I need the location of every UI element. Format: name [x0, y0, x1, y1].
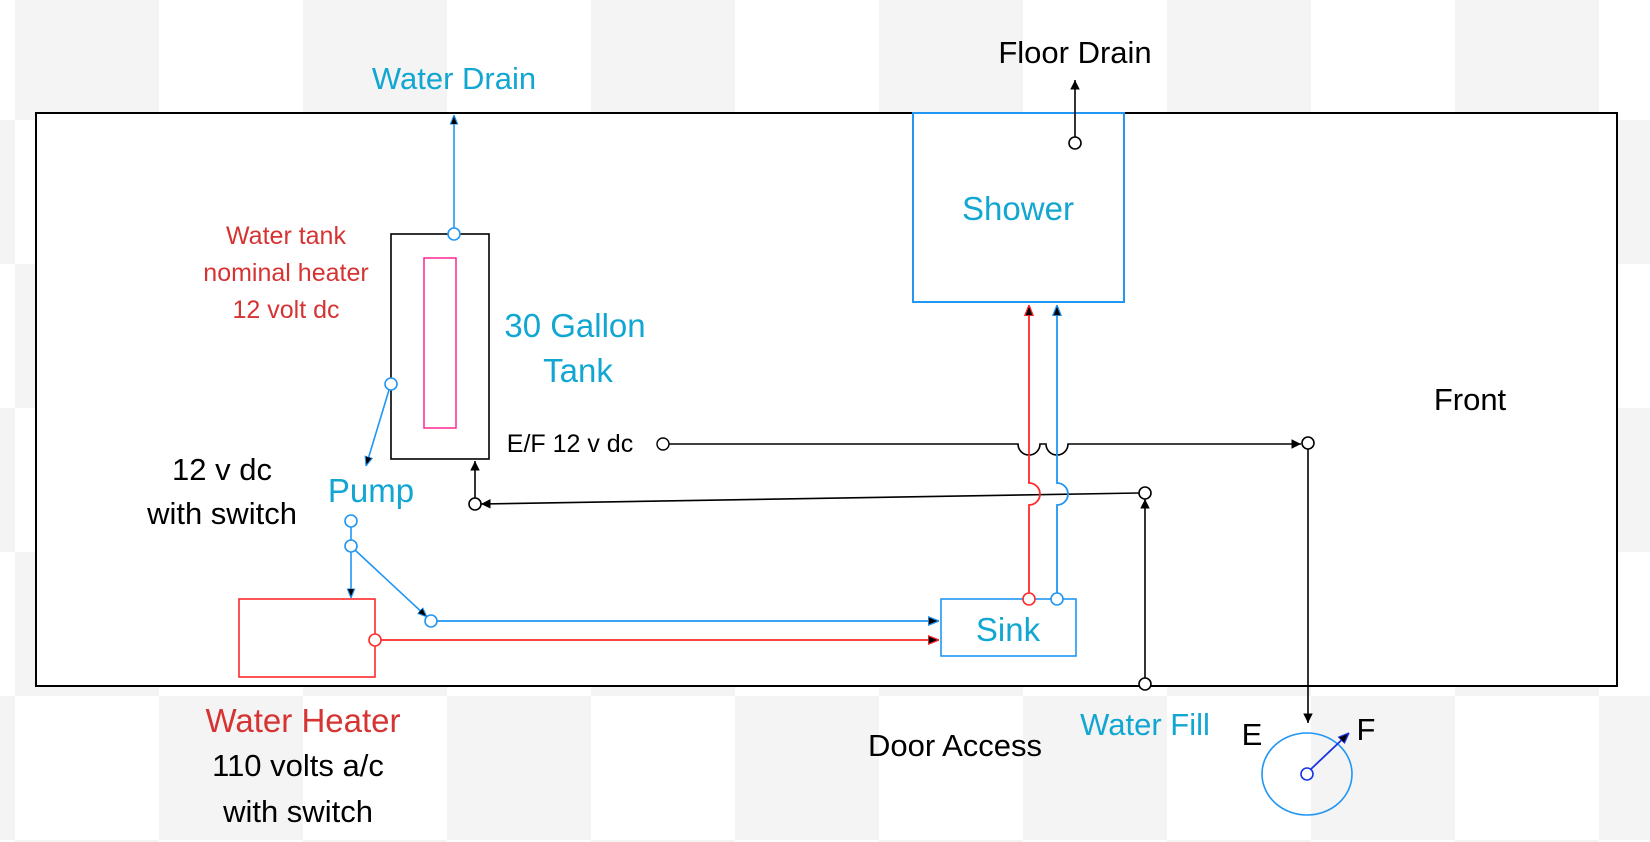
tank-heater-label-line3: 12 volt dc — [232, 296, 339, 324]
tank-fill-port — [468, 497, 482, 511]
cold-water-riser — [1057, 305, 1069, 593]
cold-line-junction — [424, 614, 438, 628]
sink-label: Sink — [976, 611, 1041, 648]
ef-sensor-label: E/F 12 v dc — [507, 430, 633, 458]
fill-to-tank-line — [480, 492, 1140, 509]
pump-label: Pump — [328, 472, 414, 509]
water-heater-power-line1: 110 volts a/c — [212, 748, 384, 783]
tank-to-pump-pipe — [366, 389, 390, 466]
vehicle-outline — [35, 112, 1618, 687]
hot-water-riser — [1029, 305, 1041, 593]
sink-hot-port — [1022, 592, 1036, 606]
gauge-full-label: F — [1357, 712, 1376, 747]
water-drain-label: Water Drain — [372, 61, 536, 96]
water-fill-label: Water Fill — [1080, 707, 1210, 742]
front-label: Front — [1434, 382, 1507, 417]
water-heater-label: Water Heater — [205, 702, 400, 739]
tank-heater-label-line2: nominal heater — [203, 259, 368, 287]
tank-label-line1: 30 Gallon — [504, 307, 645, 344]
water-heater-outlet — [368, 633, 382, 647]
ef-sensor-wire — [669, 439, 1301, 456]
door-access-label: Door Access — [868, 728, 1042, 763]
tank-heater-label-line1: Water tank — [226, 222, 346, 250]
tank-outlet-port — [384, 377, 398, 391]
water-heater-power-line2: with switch — [222, 794, 373, 829]
tank-drain-port — [447, 227, 461, 241]
floor-drain-label: Floor Drain — [998, 35, 1151, 70]
tank-label-line2: Tank — [543, 352, 613, 389]
water-fill-inlet — [1138, 677, 1152, 691]
water-tank — [390, 233, 490, 460]
floor-drain-port — [1068, 136, 1082, 150]
sink-cold-port — [1050, 592, 1064, 606]
tank-heater-element — [423, 257, 457, 429]
pump-power-label-line2: with switch — [146, 496, 297, 531]
gauge-pivot — [1300, 767, 1314, 781]
water-fill-junction — [1138, 486, 1152, 500]
gauge-empty-label: E — [1242, 717, 1263, 752]
pump-power-label-line1: 12 v dc — [172, 452, 272, 487]
sink-box — [940, 598, 1077, 657]
tank-level-gauge — [1261, 732, 1353, 816]
pump-to-cold-pipe — [354, 549, 427, 617]
ef-gauge-junction — [1301, 436, 1315, 450]
shower-box — [912, 112, 1125, 303]
gauge-needle — [1309, 733, 1349, 771]
shower-label: Shower — [962, 190, 1074, 227]
ef-sensor-terminal — [656, 437, 670, 451]
pump-inlet — [344, 514, 358, 528]
